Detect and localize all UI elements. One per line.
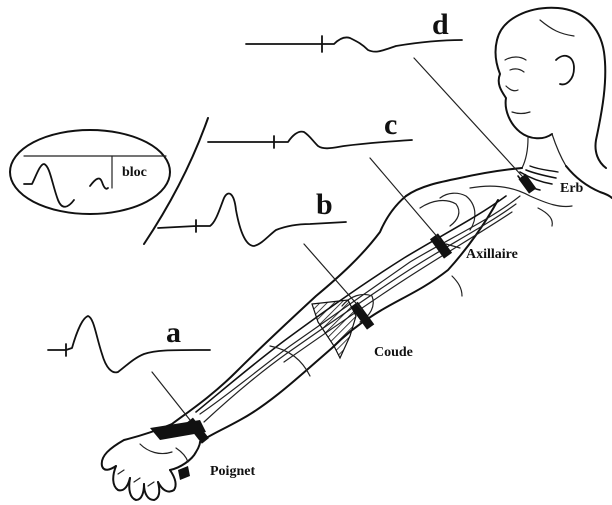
leader-lines xyxy=(152,58,522,420)
site-label-erb: Erb xyxy=(560,181,584,196)
shoulder-illustration xyxy=(406,166,612,230)
trace-b: b xyxy=(158,188,346,246)
label-b: b xyxy=(316,188,333,221)
conduction-block-inset: bloc xyxy=(10,130,170,214)
head-illustration xyxy=(496,8,606,168)
trace-c-waveform xyxy=(208,132,412,149)
label-a: a xyxy=(166,316,181,349)
trace-d-waveform xyxy=(246,36,462,52)
inset-label-bloc: bloc xyxy=(122,165,147,180)
inset-waveform-distal xyxy=(90,179,108,189)
label-d: d xyxy=(432,8,449,41)
site-label-axilla: Axillaire xyxy=(466,247,518,262)
electrode-erb xyxy=(518,174,536,194)
trace-c: c xyxy=(208,108,412,148)
arm-illustration xyxy=(150,196,520,442)
trace-a-waveform xyxy=(48,316,210,372)
trace-d: d xyxy=(246,8,462,52)
trace-a: a xyxy=(48,316,210,372)
site-label-wrist: Poignet xyxy=(210,464,255,479)
site-label-elbow: Coude xyxy=(374,345,413,360)
label-c: c xyxy=(384,108,397,141)
